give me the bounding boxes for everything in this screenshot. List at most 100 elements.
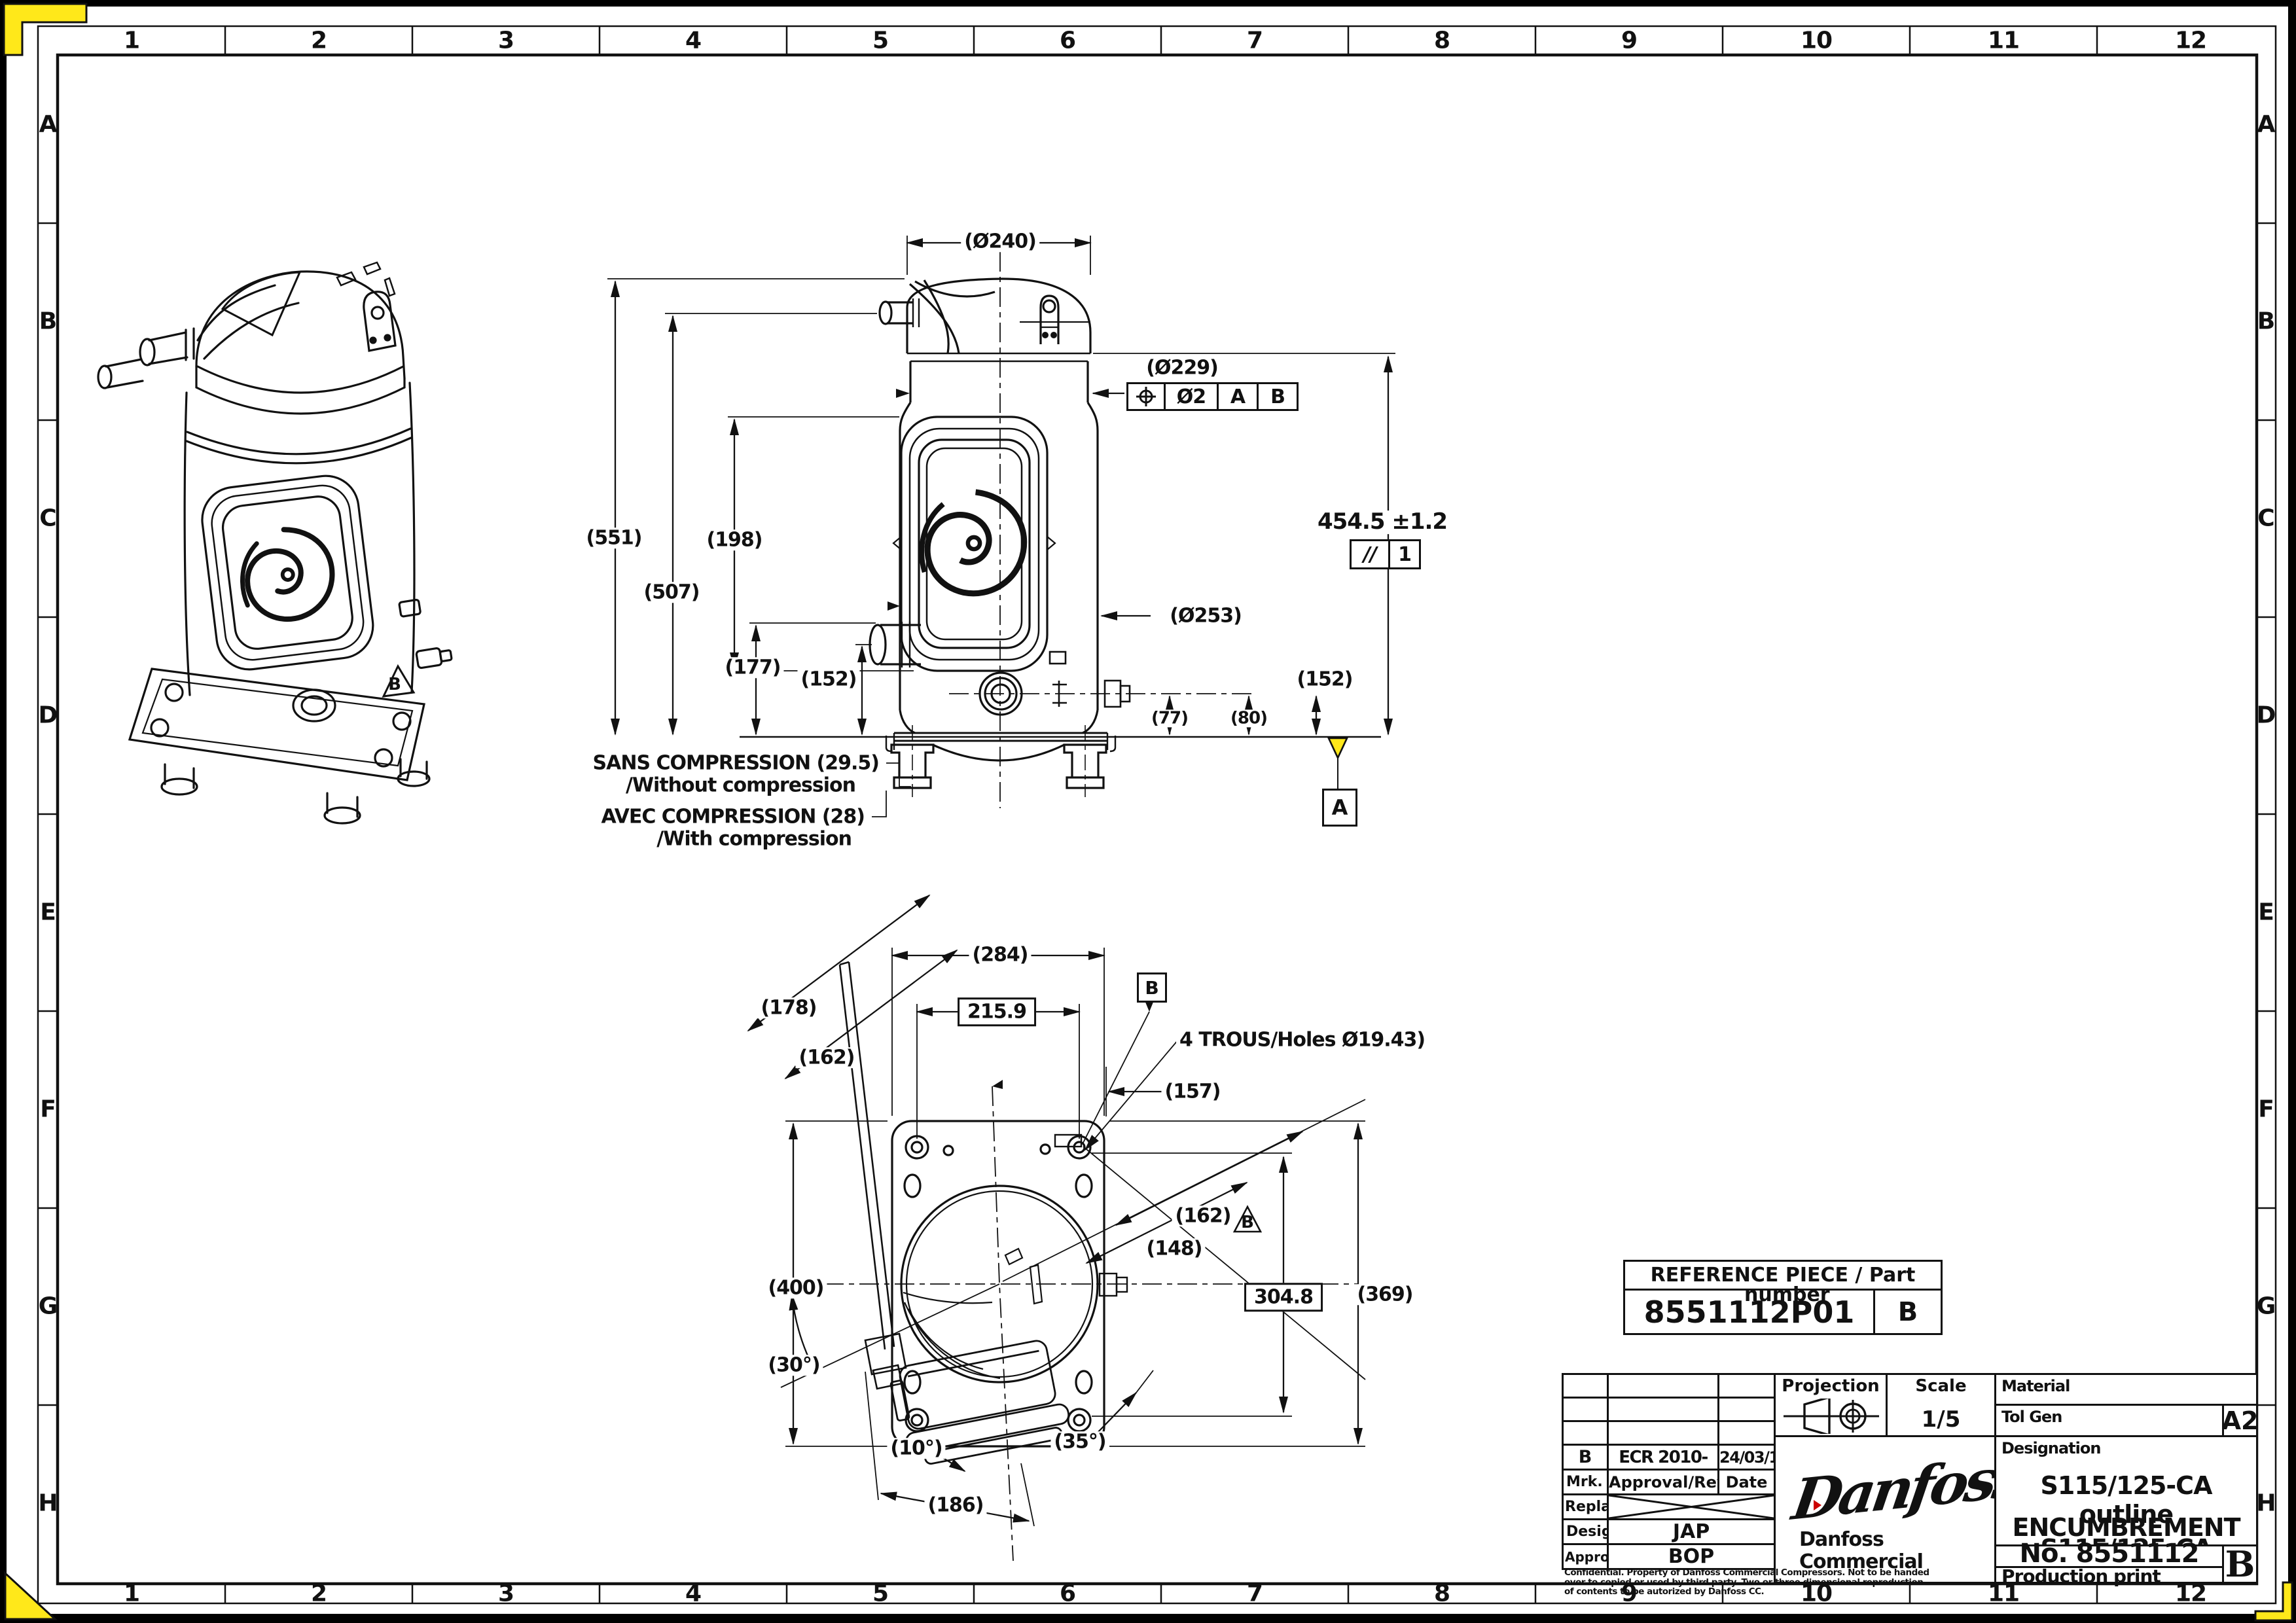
- approval-label: Approval: [1562, 1543, 1631, 1570]
- logo-sub-commercial: Commercial: [1799, 1550, 1924, 1573]
- designation-line3: ENCUMBREMENT: [2012, 1513, 2241, 1542]
- dim-label: /Without compression: [622, 775, 859, 796]
- confidential-note: Confidential. Property of Danfoss Commer…: [1564, 1567, 1929, 1597]
- fcf-datum-b: B: [1257, 382, 1299, 411]
- dim-label: (162): [795, 1047, 858, 1068]
- grid-label: 12: [2174, 27, 2207, 54]
- number-cell: No. 8551112: [1994, 1539, 2224, 1569]
- logo-red-accent: [1814, 1500, 1821, 1510]
- grid-label: D: [38, 702, 58, 729]
- tolgen-label: Tol Gen: [2001, 1408, 2062, 1426]
- part-number: 8551112P01: [1623, 1289, 1875, 1335]
- designation-line1: S115/125-CA: [2040, 1471, 2213, 1500]
- dim-label: 304.8: [1244, 1283, 1323, 1311]
- design-value: JAP: [1607, 1518, 1776, 1545]
- sheet-size: A2: [2222, 1404, 2258, 1437]
- reference-table-header-wrap: number: [1744, 1283, 1830, 1306]
- grid-label: B: [2257, 308, 2275, 335]
- grid-label: 2: [310, 1580, 327, 1607]
- grid-label: 11: [1987, 1580, 2020, 1607]
- dim-label: (30°): [764, 1355, 823, 1376]
- grid-label: A: [2257, 111, 2276, 138]
- grid-label: 3: [497, 1580, 514, 1607]
- designation-cell: Designation S115/125-CA outline ENCUMBRE…: [1994, 1435, 2258, 1563]
- grid-label: F: [2258, 1096, 2274, 1123]
- grid-label: 12: [2174, 1580, 2207, 1607]
- rev-date: 24/03/11: [1717, 1444, 1789, 1471]
- dim-label: (284): [969, 944, 1031, 965]
- grid-label: G: [2256, 1293, 2276, 1320]
- grid-label: 4: [685, 27, 702, 54]
- grid-label: E: [2258, 899, 2274, 926]
- danfoss-script-logo: Danfoss: [1788, 1444, 2026, 1533]
- grid-label: 10: [1800, 1580, 1833, 1607]
- approval-rev-label: Approval/Rev: [1607, 1469, 1727, 1495]
- grid-label: 2: [310, 27, 327, 54]
- reference-piece-table: REFERENCE PIECE / Part number 8551112P01…: [1623, 1260, 1943, 1335]
- grid-label: 7: [1246, 27, 1263, 54]
- grid-label: H: [38, 1489, 58, 1517]
- grid-label: E: [40, 899, 56, 926]
- grid-label: 9: [1621, 27, 1638, 54]
- designation-label: Designation: [2001, 1439, 2101, 1457]
- dim-label: (35°): [1050, 1431, 1109, 1452]
- bottom-view: [747, 894, 1366, 1561]
- production-print-label: Production print: [2001, 1565, 2161, 1587]
- date-label: Date: [1717, 1469, 1776, 1495]
- production-cell: Production print: [1994, 1565, 2224, 1587]
- dim-label: (152): [1293, 669, 1356, 690]
- mrk-label: Mrk.: [1562, 1469, 1609, 1495]
- dim-label: 215.9: [958, 997, 1036, 1026]
- projection-cell: Projection: [1774, 1373, 1888, 1437]
- dim-label: (162): [1172, 1205, 1234, 1226]
- grid-label: 5: [872, 1580, 889, 1607]
- grid-label: D: [2256, 702, 2276, 729]
- dim-label: (186): [924, 1495, 987, 1516]
- drawing-number: No. 8551112: [2019, 1539, 2200, 1569]
- datum-a-flag: A: [1322, 789, 1357, 827]
- grid-label: 4: [685, 1580, 702, 1607]
- material-cell: Material: [1994, 1373, 2258, 1406]
- dim-label: (178): [757, 997, 820, 1018]
- grid-label: A: [39, 111, 58, 138]
- position-symbol-icon: [1126, 382, 1166, 411]
- replace-label: Replace: [1562, 1493, 1629, 1520]
- reference-revision: B: [1873, 1289, 1943, 1335]
- parallelism-symbol-icon: //: [1350, 539, 1390, 569]
- grid-label: 10: [1800, 27, 1833, 54]
- dim-label: SANS COMPRESSION (29.5): [589, 753, 882, 774]
- tolgen-cell: Tol Gen: [1994, 1404, 2224, 1437]
- grid-label: G: [38, 1293, 58, 1320]
- dim-label: (77): [1148, 709, 1191, 728]
- fcf-tolerance: Ø2: [1164, 382, 1219, 411]
- scale-label: Scale: [1915, 1376, 1967, 1396]
- material-label: Material: [2001, 1377, 2070, 1395]
- grid-label: F: [40, 1096, 56, 1123]
- grid-label: 11: [1987, 27, 2020, 54]
- approval-value: BOP: [1607, 1543, 1776, 1570]
- rev-mark: B: [1562, 1444, 1609, 1471]
- fcf-parallelism: // 1: [1350, 539, 1421, 569]
- dim-label: (Ø253): [1166, 605, 1245, 626]
- isometric-view: B: [97, 261, 453, 825]
- datum-b-flag: B: [1137, 972, 1167, 1003]
- datum-target-b-label: B: [1241, 1213, 1254, 1232]
- title-block: B ECR 2010-2897 24/03/11 Mrk. Approval/R…: [1562, 1373, 2258, 1596]
- design-label: Design: [1562, 1518, 1622, 1545]
- dim-label: (10°): [887, 1438, 946, 1459]
- grid-label: 1: [123, 1580, 140, 1607]
- reference-grid-frame: [37, 25, 2277, 1605]
- dim-label: (369): [1354, 1284, 1416, 1305]
- first-angle-projection-icon: [1784, 1399, 1879, 1434]
- grid-label: 6: [1059, 1580, 1076, 1607]
- fcf-parallel-value: 1: [1388, 539, 1421, 569]
- grid-label: 9: [1621, 1580, 1638, 1607]
- svg-text:B: B: [388, 675, 401, 694]
- dim-label: (152): [797, 669, 860, 690]
- dim-label: (Ø229): [1143, 357, 1221, 378]
- grid-label: H: [2256, 1489, 2276, 1517]
- dim-label: (177): [721, 657, 784, 678]
